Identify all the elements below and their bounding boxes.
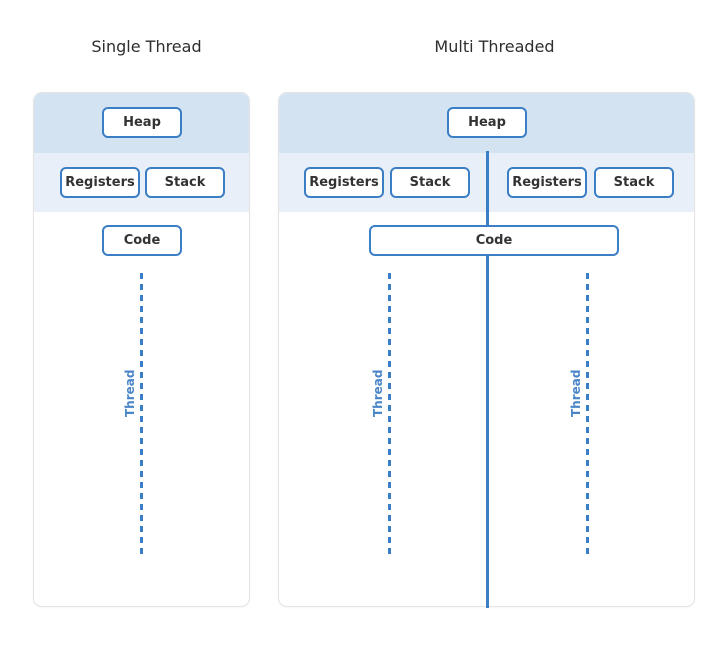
thread-label-2: Thread (569, 369, 583, 417)
multi-threaded-process-panel: Heap Registers Stack Registers Stack Cod… (278, 92, 695, 608)
thread-lifeline-dashed-1 (388, 273, 391, 557)
registers-box-thread-2: Registers (507, 167, 587, 198)
stack-box-thread-1: Stack (390, 167, 470, 198)
stack-box: Stack (145, 167, 225, 198)
thread-label: Thread (123, 369, 137, 417)
stack-box-thread-2: Stack (594, 167, 674, 198)
heap-box: Heap (102, 107, 182, 138)
main-thread-divider-line (486, 151, 489, 608)
shared-code-box: Code (369, 225, 619, 256)
thread-lifeline-dashed (140, 273, 143, 557)
code-box: Code (102, 225, 182, 256)
thread-label-1: Thread (371, 369, 385, 417)
single-thread-process-panel: Heap Registers Stack Code Thread (33, 92, 250, 607)
thread-lifeline-dashed-2 (586, 273, 589, 557)
heap-box: Heap (447, 107, 527, 138)
single-thread-title: Single Thread (91, 37, 202, 56)
registers-box-thread-1: Registers (304, 167, 384, 198)
multi-threaded-title: Multi Threaded (434, 37, 555, 56)
registers-box: Registers (60, 167, 140, 198)
